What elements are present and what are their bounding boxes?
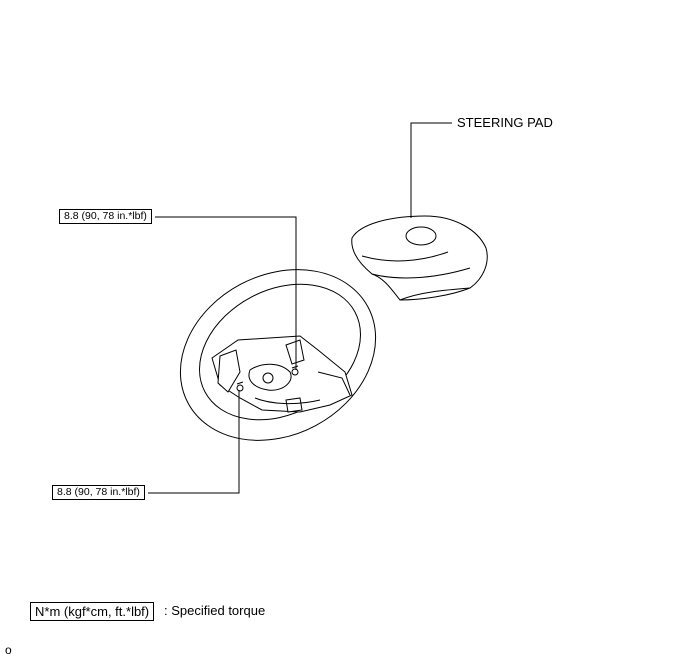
torque-value-lower: 8.8 (90, 78 in.*lbf) bbox=[52, 485, 145, 500]
leader-lines bbox=[148, 122, 452, 494]
leader-torque-upper bbox=[155, 216, 297, 370]
leader-steering-pad bbox=[410, 122, 452, 218]
wheel-hub bbox=[211, 335, 353, 413]
torque-legend-description: : Specified torque bbox=[164, 603, 266, 618]
steering-pad-label: STEERING PAD bbox=[457, 115, 553, 130]
bolt-lower bbox=[236, 381, 244, 392]
bolt-upper bbox=[291, 365, 299, 376]
leader-torque-lower bbox=[148, 390, 240, 494]
torque-unit-legend-box: N*m (kgf*cm, ft.*lbf) bbox=[30, 602, 155, 621]
footer-mark: o bbox=[5, 643, 12, 657]
torque-value-upper: 8.8 (90, 78 in.*lbf) bbox=[59, 209, 152, 224]
steering-wheel bbox=[179, 269, 377, 441]
steering-pad-part bbox=[351, 215, 488, 301]
